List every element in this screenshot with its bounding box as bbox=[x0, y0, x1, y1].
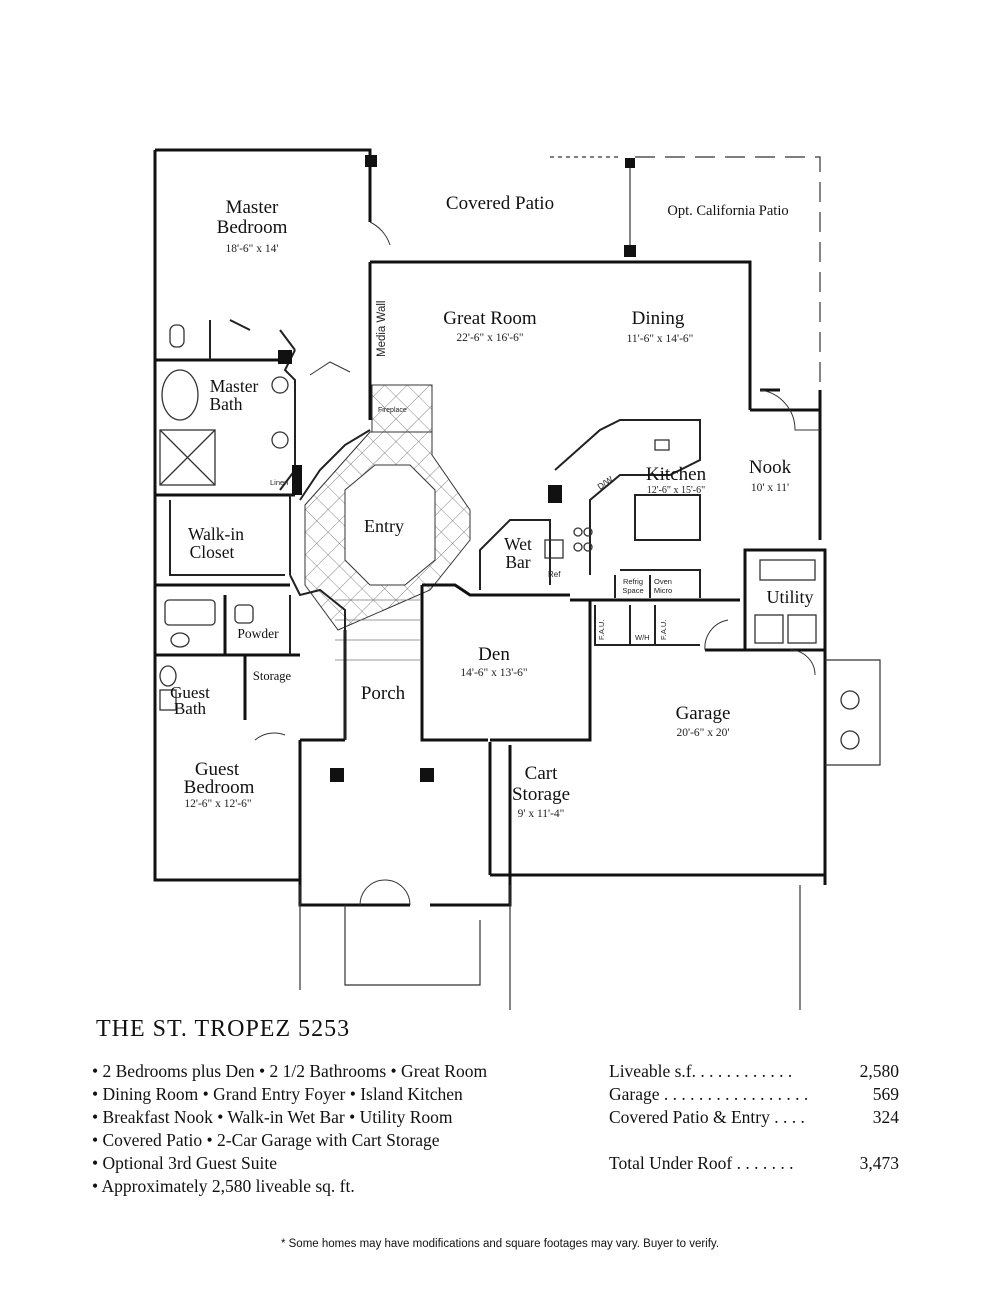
stat-label: Covered Patio & Entry bbox=[609, 1107, 770, 1127]
stat-leader: . . . . . . . bbox=[732, 1153, 794, 1173]
entry-label: Entry bbox=[364, 516, 404, 536]
ref-label: Ref bbox=[548, 570, 561, 579]
fau-label-right: F.A.U. bbox=[659, 620, 668, 640]
stat-label: Garage bbox=[609, 1084, 660, 1104]
stat-value: 3,473 bbox=[859, 1153, 899, 1173]
square-footage-table: Liveable s.f. . . . . . . . . . . . 2,58… bbox=[609, 1060, 899, 1175]
feature-item: • Optional 3rd Guest Suite bbox=[92, 1153, 277, 1173]
guest-bedroom-dimensions: 12'-6" x 12'-6" bbox=[184, 798, 251, 810]
storage-label: Storage bbox=[253, 669, 292, 683]
stat-value: 324 bbox=[872, 1107, 899, 1127]
dining-label: Dining bbox=[632, 308, 685, 329]
great-room-label: Great Room bbox=[443, 308, 537, 329]
feature-item: • Approximately 2,580 liveable sq. ft. bbox=[92, 1176, 355, 1196]
stat-leader: . . . . bbox=[769, 1107, 805, 1127]
california-patio-label: Opt. California Patio bbox=[667, 203, 788, 219]
garage-dimensions: 20'-6" x 20' bbox=[677, 727, 730, 739]
utility-label: Utility bbox=[766, 587, 813, 607]
nook-dimensions: 10' x 11' bbox=[751, 482, 789, 494]
great-room-dimensions: 22'-6" x 16'-6" bbox=[456, 332, 523, 344]
stat-label: Total Under Roof bbox=[609, 1153, 733, 1173]
stat-row: Covered Patio & Entry . . . . 324 bbox=[609, 1106, 899, 1129]
nook-label: Nook bbox=[749, 457, 792, 478]
columns bbox=[278, 155, 636, 782]
cart-storage-dimensions: 9' x 11'-4" bbox=[518, 808, 565, 820]
kitchen-island bbox=[634, 494, 701, 541]
feature-item: • Breakfast Nook • Walk-in Wet Bar • Uti… bbox=[92, 1107, 453, 1127]
feature-item: • Covered Patio • 2-Car Garage with Cart… bbox=[92, 1130, 440, 1150]
media-wall-label: Media Wall bbox=[376, 301, 388, 357]
plan-title: THE ST. TROPEZ 5253 bbox=[96, 1016, 351, 1042]
stat-leader: . . . . . . . . . . . . . . . . . bbox=[659, 1084, 809, 1104]
kitchen-dimensions: 12'-6" x 15'-6" bbox=[647, 485, 705, 496]
stat-row-total: Total Under Roof . . . . . . . 3,473 bbox=[609, 1152, 899, 1175]
den-label: Den bbox=[478, 644, 510, 665]
wh-label: W/H bbox=[635, 633, 650, 642]
kitchen-label: Kitchen bbox=[646, 464, 707, 485]
stat-label: Liveable s.f. bbox=[609, 1061, 696, 1081]
exterior-walls bbox=[153, 148, 827, 907]
feature-item: • 2 Bedrooms plus Den • 2 1/2 Bathrooms … bbox=[92, 1061, 488, 1081]
stat-row: Liveable s.f. . . . . . . . . . . . 2,58… bbox=[609, 1060, 899, 1083]
door-swings bbox=[254, 221, 820, 906]
stat-value: 2,580 bbox=[859, 1061, 899, 1081]
entry-tile-floor bbox=[304, 384, 471, 661]
powder-label: Powder bbox=[237, 626, 279, 641]
stat-value: 569 bbox=[872, 1084, 899, 1104]
fireplace-label: Fireplace bbox=[378, 407, 407, 414]
linen-label: Linen bbox=[270, 478, 288, 487]
fau-label-left: F.A.U. bbox=[597, 620, 606, 640]
patio-outlines bbox=[299, 156, 881, 1010]
interior-walls bbox=[169, 319, 701, 740]
stat-row: Garage . . . . . . . . . . . . . . . . .… bbox=[609, 1083, 899, 1106]
bath-fixtures bbox=[159, 324, 860, 750]
master-bedroom-dimensions: 18'-6" x 14' bbox=[226, 243, 279, 255]
den-dimensions: 14'-6" x 13'-6" bbox=[460, 667, 527, 679]
porch-label: Porch bbox=[361, 683, 406, 704]
disclaimer: * Some homes may have modifications and … bbox=[280, 1238, 720, 1250]
stat-leader: . . . . . . . . . . . bbox=[695, 1061, 793, 1081]
covered-patio-label: Covered Patio bbox=[446, 193, 554, 214]
dining-dimensions: 11'-6" x 14'-6" bbox=[627, 333, 694, 345]
feature-list: • 2 Bedrooms plus Den • 2 1/2 Bathrooms … bbox=[92, 1060, 487, 1198]
garage-label: Garage bbox=[676, 703, 731, 724]
dishwasher-label: D/W bbox=[595, 474, 614, 492]
feature-item: • Dining Room • Grand Entry Foyer • Isla… bbox=[92, 1084, 463, 1104]
